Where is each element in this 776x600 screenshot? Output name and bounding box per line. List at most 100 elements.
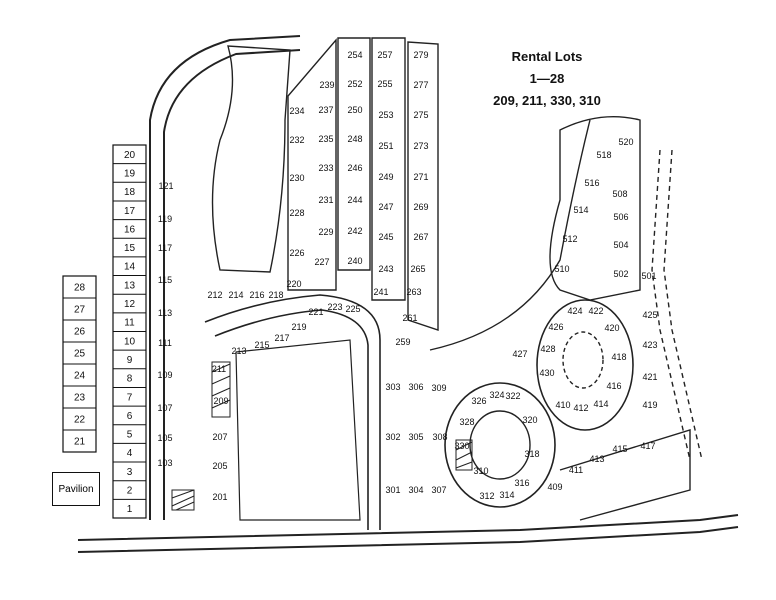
lot-259: 259 bbox=[395, 337, 410, 347]
lot-229: 229 bbox=[318, 227, 333, 237]
lot-265: 265 bbox=[410, 264, 425, 274]
rental-lot-14: 14 bbox=[124, 262, 136, 273]
lot-409: 409 bbox=[547, 482, 562, 492]
lot-510: 510 bbox=[554, 264, 569, 274]
lot-512: 512 bbox=[562, 234, 577, 244]
lot-508: 508 bbox=[612, 189, 627, 199]
lot-501: 501 bbox=[641, 271, 656, 281]
lot-514: 514 bbox=[573, 205, 588, 215]
lot-225: 225 bbox=[345, 304, 360, 314]
lot-237: 237 bbox=[318, 105, 333, 115]
rental-lots-legend: Rental Lots 1—28 209, 211, 330, 310 bbox=[472, 46, 622, 112]
lot-228: 228 bbox=[289, 208, 304, 218]
rental-lot-9: 9 bbox=[127, 355, 133, 366]
lot-518: 518 bbox=[596, 150, 611, 160]
lot-213: 213 bbox=[231, 346, 246, 356]
lot-231: 231 bbox=[318, 195, 333, 205]
lot-205: 205 bbox=[212, 461, 227, 471]
lot-121: 121 bbox=[158, 181, 173, 191]
lot-419: 419 bbox=[642, 400, 657, 410]
lot-240: 240 bbox=[347, 256, 362, 266]
lot-212: 212 bbox=[207, 290, 222, 300]
lot-417: 417 bbox=[640, 441, 655, 451]
lot-324: 324 bbox=[489, 390, 504, 400]
lot-426: 426 bbox=[548, 322, 563, 332]
lot-424: 424 bbox=[567, 306, 582, 316]
lot-504: 504 bbox=[613, 240, 628, 250]
rental-lot-17: 17 bbox=[124, 206, 136, 217]
lot-219: 219 bbox=[291, 322, 306, 332]
lot-421: 421 bbox=[642, 372, 657, 382]
rental-lot-26: 26 bbox=[74, 327, 86, 338]
lot-105: 105 bbox=[157, 433, 172, 443]
lot-226: 226 bbox=[289, 248, 304, 258]
lot-221: 221 bbox=[308, 307, 323, 317]
lot-422: 422 bbox=[588, 306, 603, 316]
lot-420: 420 bbox=[604, 323, 619, 333]
lot-245: 245 bbox=[378, 232, 393, 242]
lot-308: 308 bbox=[432, 432, 447, 442]
lot-428: 428 bbox=[540, 344, 555, 354]
lot-330: 330 bbox=[454, 441, 469, 451]
legend-lots: 209, 211, 330, 310 bbox=[493, 93, 601, 108]
lot-252: 252 bbox=[347, 79, 362, 89]
lot-322: 322 bbox=[505, 391, 520, 401]
lot-301: 301 bbox=[385, 485, 400, 495]
rental-lot-11: 11 bbox=[124, 318, 135, 329]
lot-235: 235 bbox=[318, 134, 333, 144]
lot-516: 516 bbox=[584, 178, 599, 188]
lot-117: 117 bbox=[158, 243, 172, 253]
rental-lot-16: 16 bbox=[124, 224, 136, 235]
rental-lot-12: 12 bbox=[124, 299, 136, 310]
lot-307: 307 bbox=[431, 485, 446, 495]
lot-244: 244 bbox=[347, 195, 362, 205]
rental-lot-24: 24 bbox=[74, 371, 86, 382]
lot-230: 230 bbox=[289, 173, 304, 183]
lot-326: 326 bbox=[471, 396, 486, 406]
rental-lot-5: 5 bbox=[127, 430, 133, 441]
lot-318: 318 bbox=[524, 449, 539, 459]
lot-316: 316 bbox=[514, 478, 529, 488]
rental-lot-7: 7 bbox=[127, 392, 133, 403]
rental-lot-1: 1 bbox=[127, 504, 133, 515]
lot-249: 249 bbox=[378, 172, 393, 182]
rental-lot-8: 8 bbox=[127, 374, 133, 385]
lot-263: 263 bbox=[406, 287, 421, 297]
lot-306: 306 bbox=[408, 382, 423, 392]
lot-320: 320 bbox=[522, 415, 537, 425]
pavilion-label: Pavilion bbox=[52, 472, 100, 506]
lot-423: 423 bbox=[642, 340, 657, 350]
lot-216: 216 bbox=[249, 290, 264, 300]
lot-239: 239 bbox=[319, 80, 334, 90]
rental-lot-15: 15 bbox=[124, 243, 136, 254]
rental-lot-23: 23 bbox=[74, 393, 86, 404]
lot-227: 227 bbox=[314, 257, 329, 267]
lot-267: 267 bbox=[413, 232, 428, 242]
rental-lot-6: 6 bbox=[127, 411, 133, 422]
lot-302: 302 bbox=[385, 432, 400, 442]
lot-269: 269 bbox=[413, 202, 428, 212]
rental-lot-20: 20 bbox=[124, 150, 136, 161]
lot-273: 273 bbox=[413, 141, 428, 151]
lot-220: 220 bbox=[286, 279, 301, 289]
rental-lot-25: 25 bbox=[74, 349, 86, 360]
lot-248: 248 bbox=[347, 134, 362, 144]
lot-119: 119 bbox=[158, 214, 172, 224]
legend-title: Rental Lots bbox=[511, 49, 583, 64]
lot-253: 253 bbox=[378, 110, 393, 120]
lot-412: 412 bbox=[573, 403, 588, 413]
lot-425: 425 bbox=[642, 310, 657, 320]
lot-233: 233 bbox=[318, 163, 333, 173]
lot-415: 415 bbox=[612, 444, 627, 454]
lot-246: 246 bbox=[347, 163, 362, 173]
lot-243: 243 bbox=[378, 264, 393, 274]
lot-218: 218 bbox=[268, 290, 283, 300]
lot-304: 304 bbox=[408, 485, 423, 495]
lot-430: 430 bbox=[539, 368, 554, 378]
lot-305: 305 bbox=[408, 432, 423, 442]
lot-241: 241 bbox=[373, 287, 388, 297]
lot-250: 250 bbox=[347, 105, 362, 115]
lot-414: 414 bbox=[593, 399, 608, 409]
lot-416: 416 bbox=[606, 381, 621, 391]
lot-242: 242 bbox=[347, 226, 362, 236]
